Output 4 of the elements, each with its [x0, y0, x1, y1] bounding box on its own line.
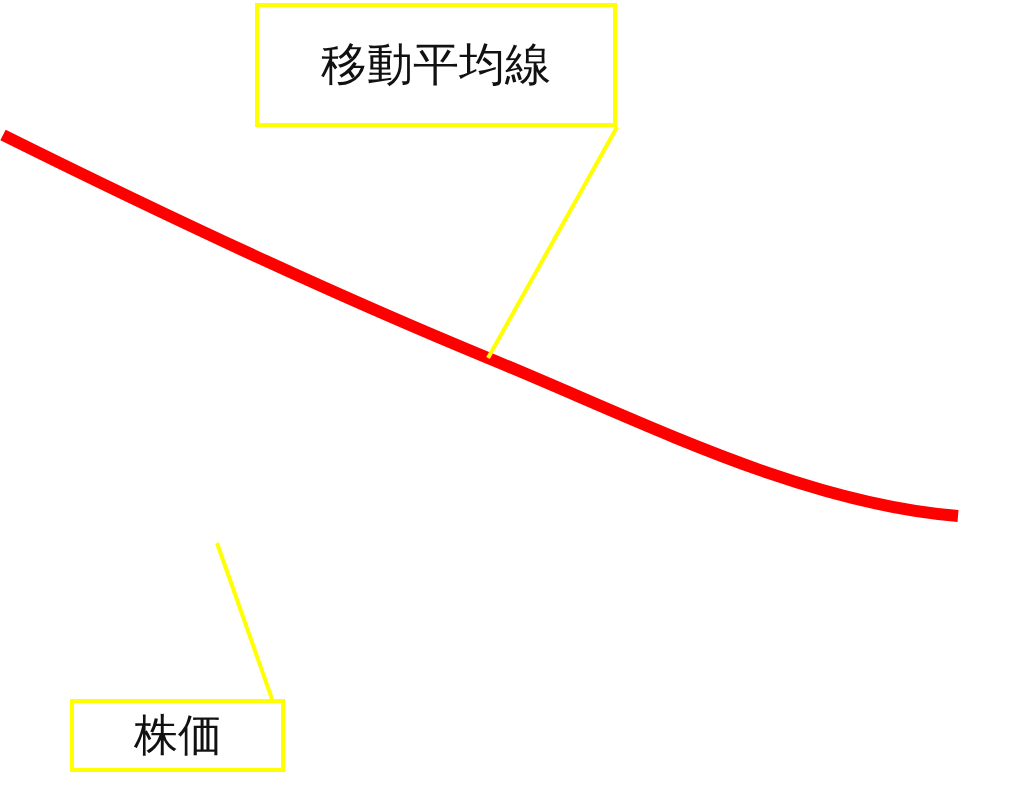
- leader-line: [215, 542, 274, 700]
- leader-line: [486, 126, 619, 359]
- callout-label: 移動平均線: [255, 3, 617, 127]
- callout-label: 株価: [70, 699, 285, 772]
